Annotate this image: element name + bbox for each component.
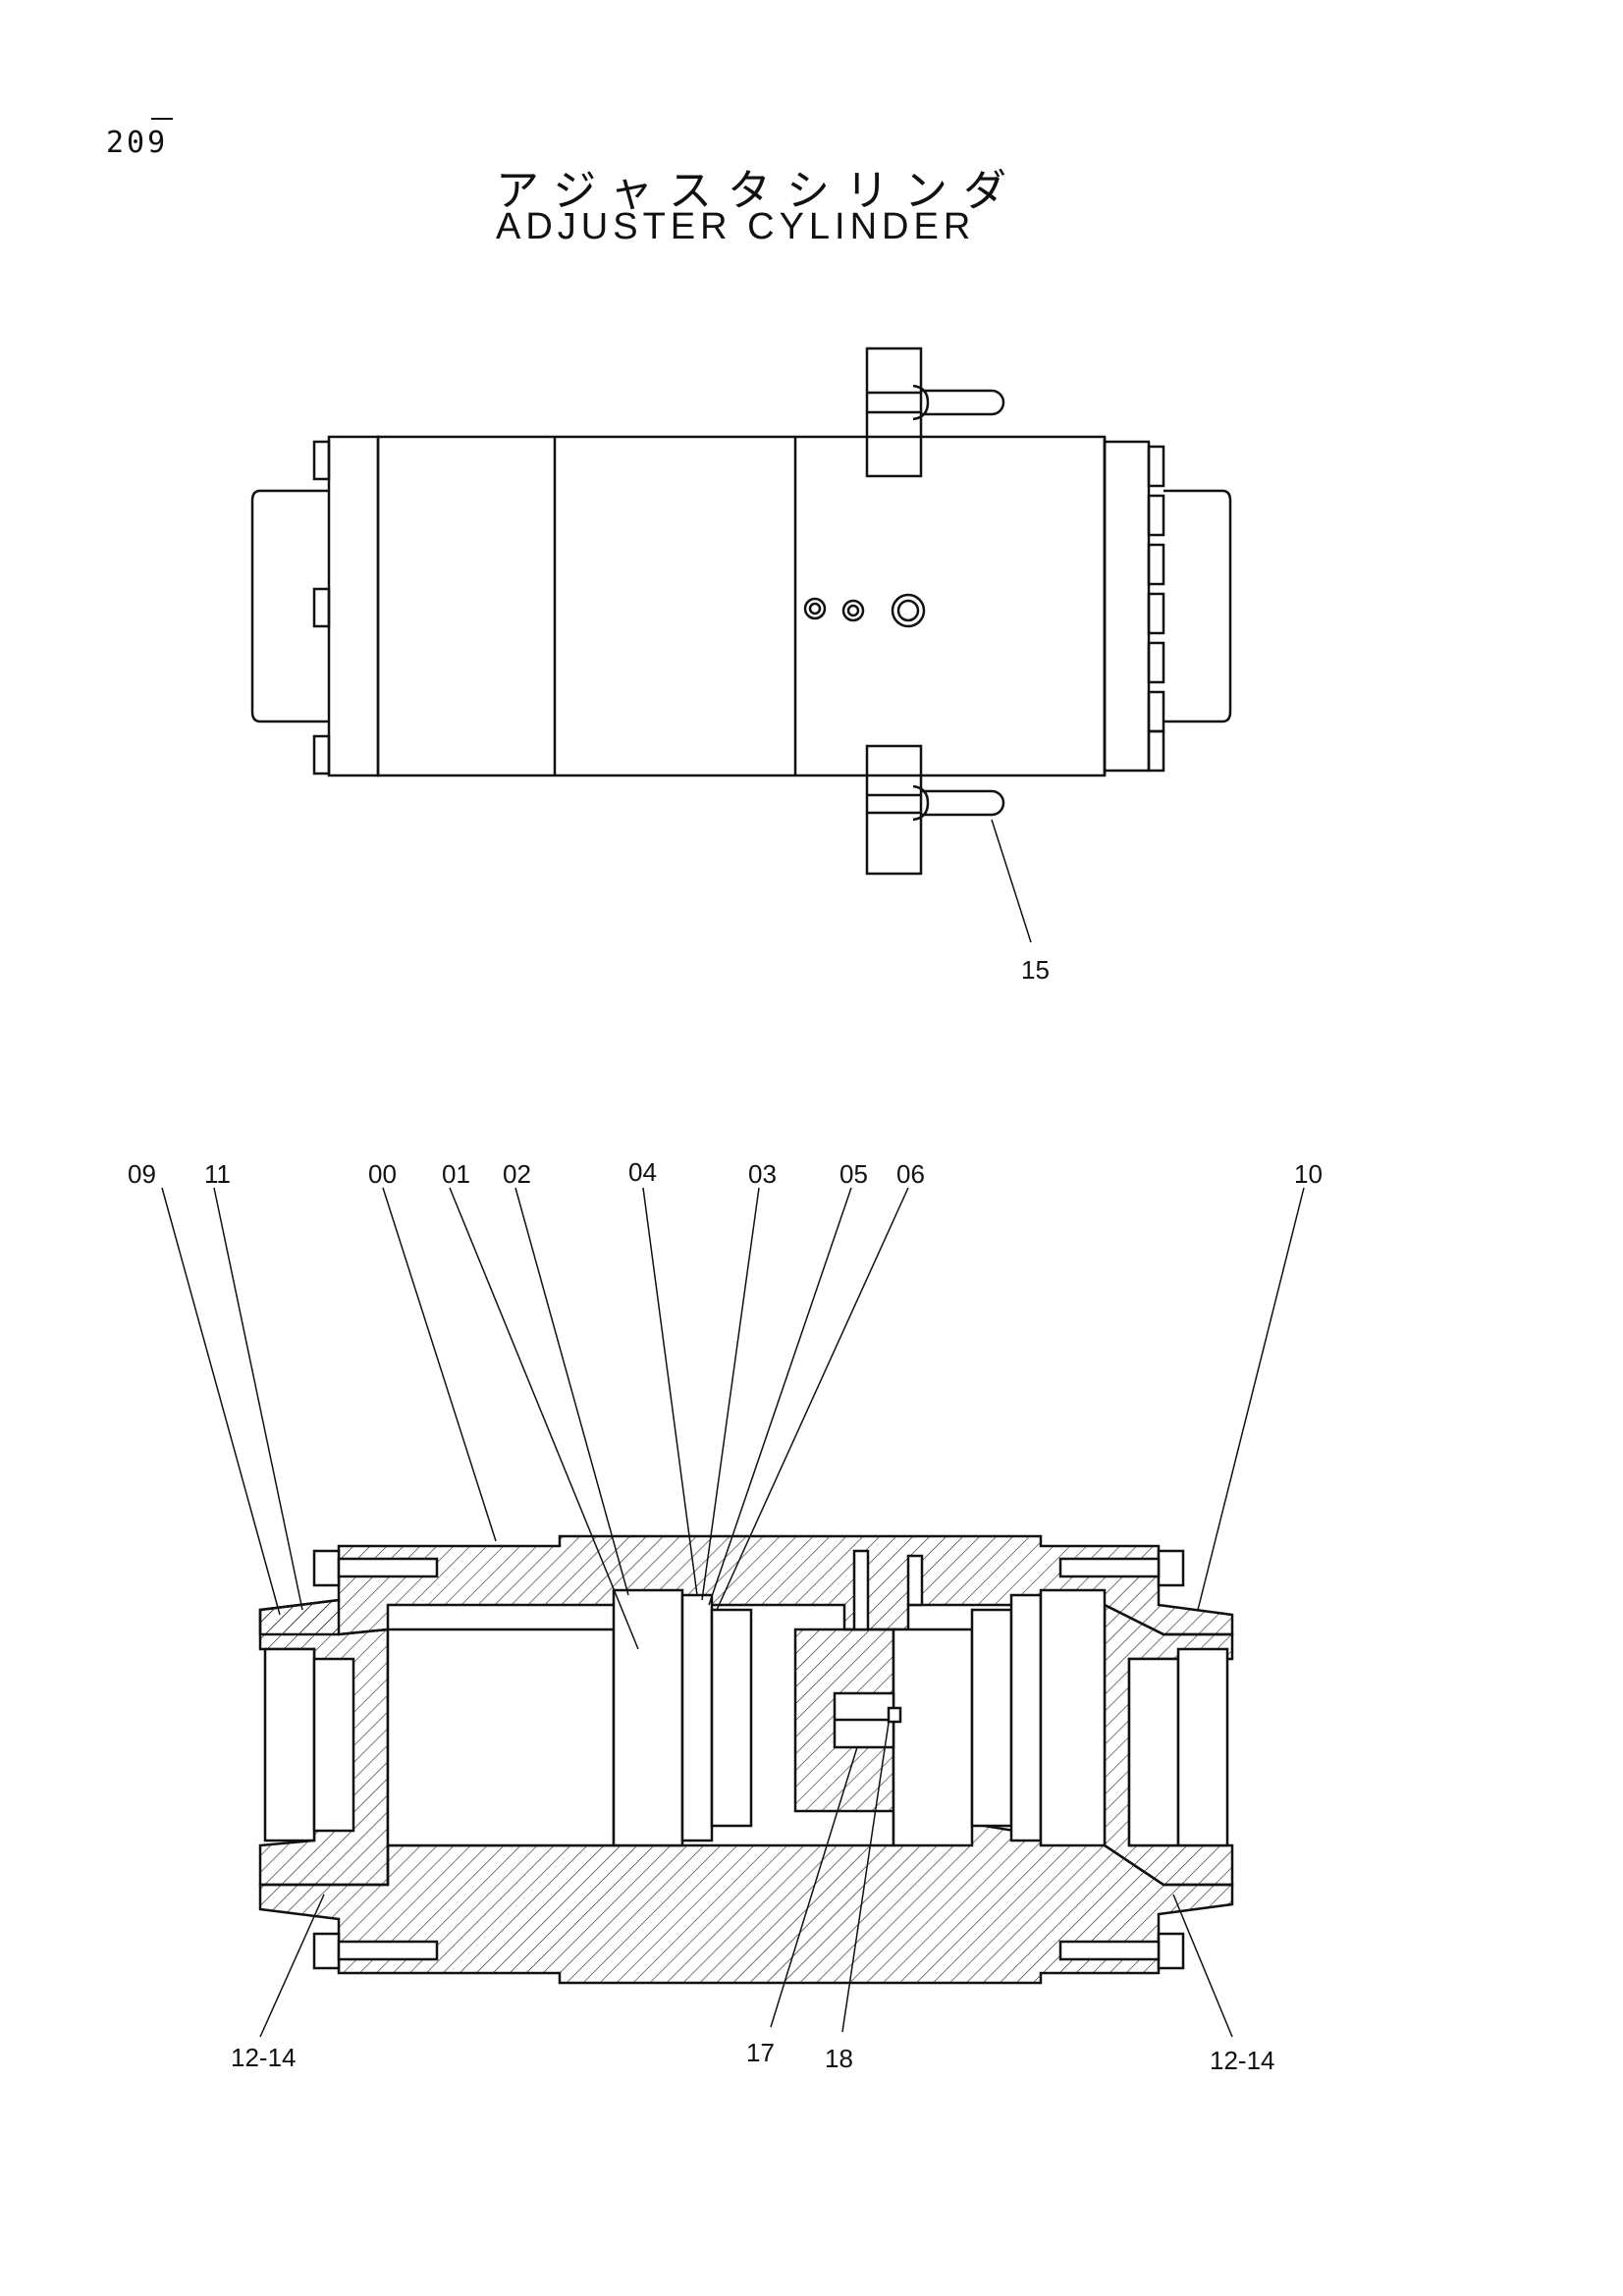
- port-2: [841, 599, 865, 622]
- right-section-bolts: [1058, 1549, 1185, 1970]
- section-view: [258, 1534, 1234, 1985]
- left-bolt-middle: [312, 587, 331, 628]
- leader-15: [991, 819, 1032, 943]
- callout-06: 06: [896, 1159, 925, 1189]
- callout-12-14-left: 12-14: [231, 2043, 297, 2072]
- bottom-mount-block: [865, 744, 923, 876]
- left-bolt-bottom: [312, 734, 331, 775]
- title-japanese: アジャスタシリンダ: [496, 166, 1023, 216]
- left-bolt-top: [312, 440, 331, 481]
- right-end-cap: [1163, 489, 1232, 723]
- top-pin: [921, 389, 1005, 416]
- bottom-pin: [921, 789, 1005, 817]
- right-bore: [1127, 1647, 1229, 1847]
- callout-11: 11: [204, 1159, 231, 1189]
- callout-04: 04: [628, 1157, 657, 1187]
- check-valve-ball: [887, 1706, 902, 1724]
- callout-18: 18: [825, 2044, 853, 2073]
- left-section-bolts: [312, 1549, 439, 1970]
- section-leaders: [161, 1187, 1305, 2038]
- passage-2: [906, 1554, 924, 1607]
- port-1: [803, 597, 827, 620]
- callout-12-14-right: 12-14: [1210, 2046, 1275, 2075]
- right-bolts: [1147, 445, 1165, 773]
- port-3: [891, 593, 926, 628]
- right-flange: [1103, 440, 1151, 773]
- callout-01: 01: [442, 1159, 470, 1189]
- left-flange: [327, 435, 380, 777]
- passage-1: [852, 1549, 870, 1631]
- callout-03: 03: [748, 1159, 777, 1189]
- callout-00: 00: [368, 1159, 397, 1189]
- title-english: ADJUSTER CYLINDER: [496, 206, 976, 247]
- callout-09: 09: [128, 1159, 156, 1189]
- callout-10: 10: [1294, 1159, 1323, 1189]
- main-body: [376, 435, 1107, 777]
- callout-15: 15: [1021, 955, 1050, 985]
- page-number-overbar: [151, 118, 173, 120]
- callout-02: 02: [503, 1159, 531, 1189]
- right-cavity: [892, 1628, 974, 1847]
- page-number: 209: [106, 118, 173, 160]
- top-view: [250, 347, 1232, 943]
- left-piston: [612, 1588, 753, 1847]
- left-end-cap: [250, 489, 329, 723]
- right-piston: [970, 1588, 1107, 1847]
- callout-05: 05: [839, 1159, 868, 1189]
- callout-17: 17: [746, 2038, 775, 2067]
- page-number-text: 209: [106, 126, 169, 160]
- left-cavity: [386, 1628, 616, 1847]
- left-bore: [263, 1647, 355, 1842]
